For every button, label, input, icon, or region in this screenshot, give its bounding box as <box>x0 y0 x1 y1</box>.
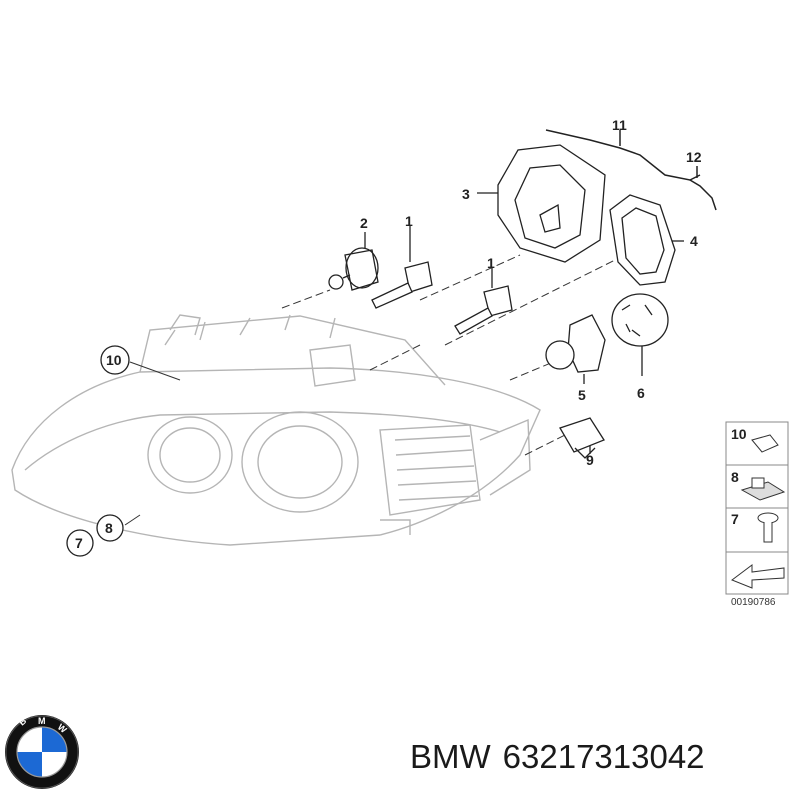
clip-part-12 <box>689 166 717 211</box>
callout-12: 12 <box>686 149 702 165</box>
legend-panel: 10 8 7 00190786 <box>725 421 789 608</box>
cover-part-4 <box>609 194 684 286</box>
callout-5: 5 <box>578 387 586 403</box>
leader-lines <box>124 254 616 526</box>
bmw-logo: B M W <box>5 715 79 789</box>
callout-10: 10 <box>106 352 122 368</box>
callout-1-lower: 1 <box>487 255 495 271</box>
bulb-part-1-upper <box>371 226 433 309</box>
cap-part-3 <box>477 144 606 263</box>
caption-part-number: 63217313042 <box>502 738 705 775</box>
callout-7: 7 <box>75 535 83 551</box>
callout-9: 9 <box>586 452 594 468</box>
circled-callouts: 10 7 8 <box>66 345 130 557</box>
callout-8: 8 <box>105 520 113 536</box>
socket-part-9 <box>559 417 605 459</box>
legend-label-7: 7 <box>731 511 739 527</box>
callout-2: 2 <box>360 215 368 231</box>
part-caption: BMW 63217313042 <box>410 738 795 788</box>
reference-code: 00190786 <box>731 597 776 608</box>
callout-4: 4 <box>690 233 698 249</box>
bulb-part-2 <box>328 232 379 291</box>
legend-arrow-shape <box>730 564 785 589</box>
legend-clip-shape <box>751 434 779 453</box>
socket-part-5 <box>545 314 606 384</box>
svg-text:B: B <box>17 715 29 727</box>
svg-text:M: M <box>38 716 46 726</box>
callout-11: 11 <box>612 117 627 133</box>
caption-brand: BMW <box>410 738 491 775</box>
cover-part-6 <box>611 293 669 376</box>
callout-3: 3 <box>462 186 470 202</box>
headlight-housing <box>11 314 541 546</box>
legend-label-10: 10 <box>731 426 747 442</box>
callout-1-upper: 1 <box>405 213 413 229</box>
legend-label-8: 8 <box>731 469 739 485</box>
callout-labels: 1 1 2 3 4 5 6 9 11 12 <box>360 117 702 468</box>
bulb-part-1-lower <box>454 268 513 335</box>
callout-6: 6 <box>637 385 645 401</box>
